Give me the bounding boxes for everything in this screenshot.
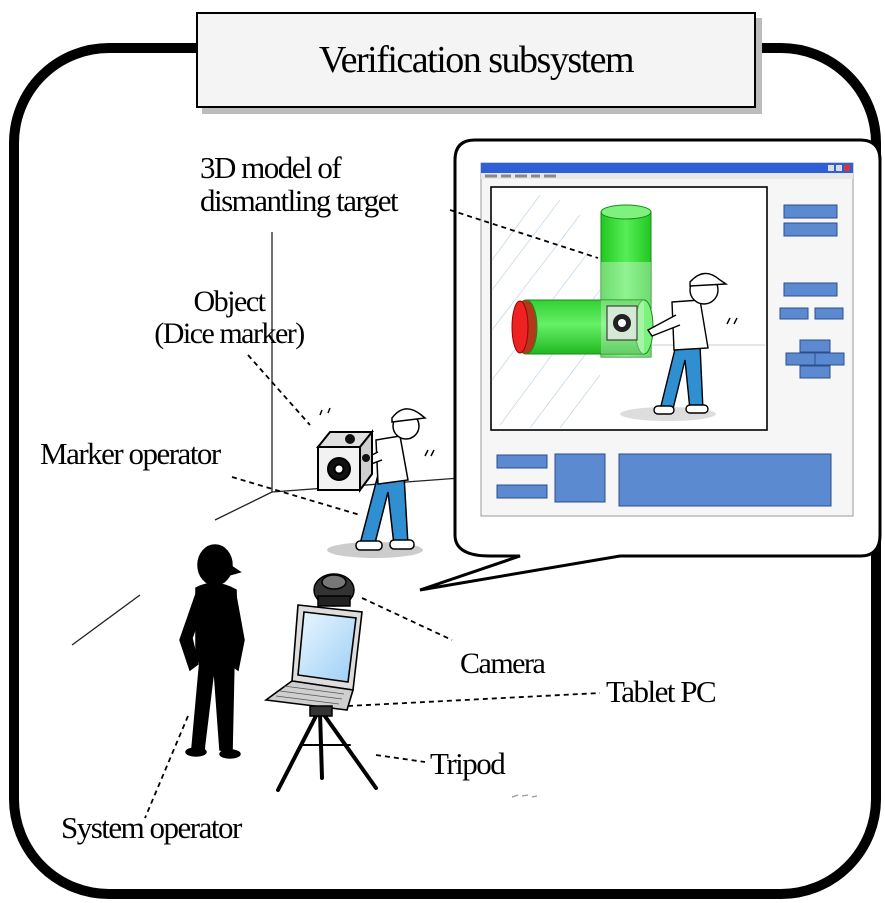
tablet-pc <box>263 604 363 711</box>
app-window <box>480 162 854 517</box>
label-object: Object (Dice marker) <box>134 286 324 349</box>
label-3d-model-text: 3D model of dismantling target <box>200 150 399 218</box>
marker-operator-figure <box>319 407 435 558</box>
leader-model <box>449 209 599 259</box>
label-camera: Camera <box>460 647 546 680</box>
label-3d-model: 3D model of dismantling target <box>200 150 399 218</box>
dice-marker-in-view <box>606 305 638 341</box>
leader-tablet <box>347 692 601 707</box>
label-tripod: Tripod <box>430 746 506 781</box>
dice-cube <box>315 429 375 493</box>
label-system-operator: System operator <box>61 810 242 845</box>
room-lines <box>71 232 461 646</box>
leader-object <box>247 354 311 426</box>
title-box: Verification subsystem <box>196 12 756 108</box>
leader-camera <box>361 597 453 641</box>
leader-system-operator <box>144 715 189 819</box>
label-object-text: Object (Dice marker) <box>154 285 305 350</box>
worker-in-view <box>620 272 738 421</box>
sketch-marks <box>511 794 538 798</box>
window-controls <box>828 165 850 171</box>
leader-lines <box>144 209 601 819</box>
system-operator-figure <box>179 544 245 759</box>
camera <box>313 573 355 607</box>
label-marker-operator: Marker operator <box>40 436 221 471</box>
label-tablet-pc: Tablet PC <box>606 674 717 709</box>
bottom-panel-controls <box>496 453 832 507</box>
leader-marker-operator <box>231 476 361 516</box>
menu-bar <box>485 174 556 178</box>
tripod <box>276 705 378 792</box>
right-panel-controls <box>779 204 845 379</box>
window-titlebar <box>481 163 853 173</box>
